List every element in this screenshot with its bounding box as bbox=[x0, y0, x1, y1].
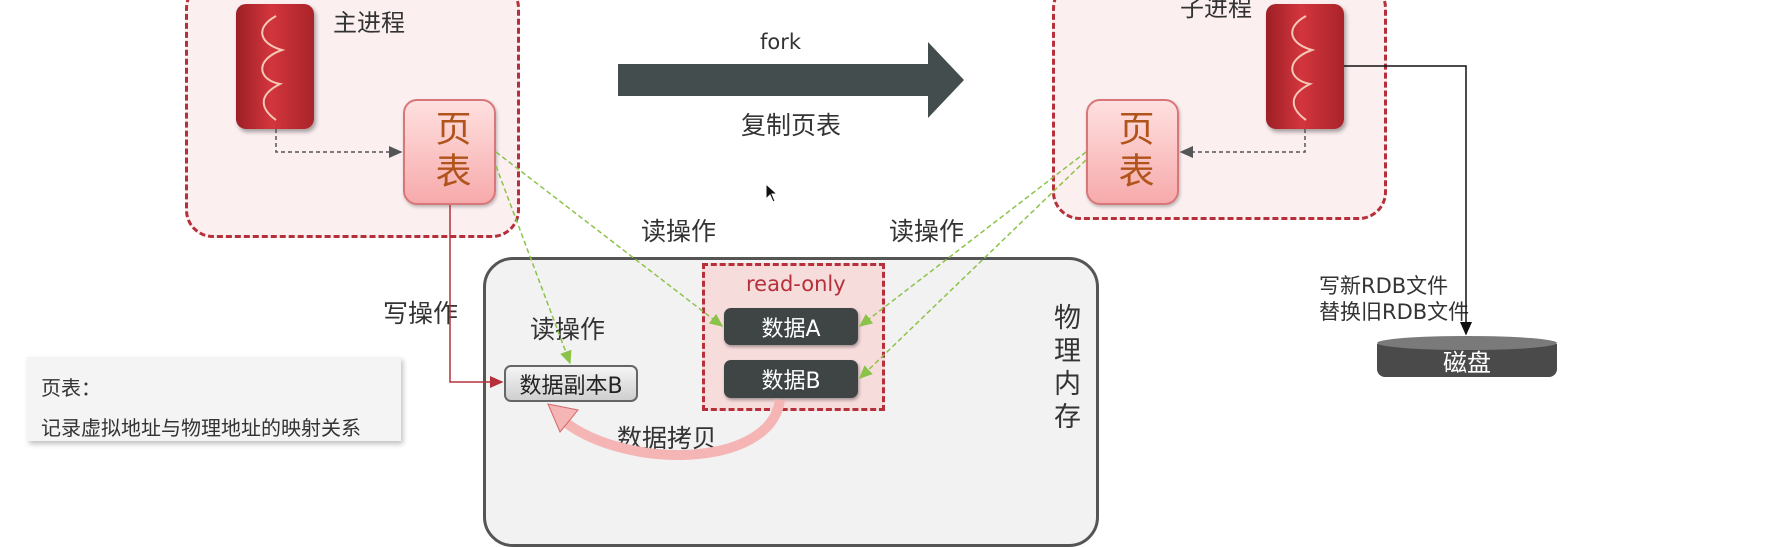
data-a-block: 数据A bbox=[724, 308, 858, 345]
child-read-b-line bbox=[858, 159, 1087, 380]
connectors bbox=[275, 65, 1472, 460]
fork-label: fork bbox=[760, 30, 802, 54]
write-label: 写操作 bbox=[383, 299, 459, 328]
legend-description: 记录虚拟地址与物理地址的映射关系 bbox=[41, 416, 361, 440]
main-read-a-line bbox=[495, 151, 724, 327]
disk-label: 磁盘 bbox=[1443, 349, 1491, 377]
write-line bbox=[449, 205, 504, 388]
mouse-cursor-icon bbox=[765, 183, 779, 203]
legend-title: 页表： bbox=[41, 376, 101, 400]
disk-top bbox=[1377, 336, 1557, 350]
disk-icon: 磁盘 bbox=[1377, 344, 1557, 377]
data-copy-b-block: 数据副本B bbox=[504, 365, 638, 402]
read-left-label: 读操作 bbox=[641, 217, 717, 246]
data-b-block: 数据B bbox=[724, 360, 858, 398]
main-cpu-to-pagetable-line bbox=[275, 129, 403, 158]
read-copy-label: 读操作 bbox=[530, 315, 606, 344]
rdb-line-2: 替换旧RDB文件 bbox=[1319, 300, 1470, 324]
fork-arrow bbox=[618, 42, 964, 118]
child-cpu-icon bbox=[1266, 4, 1344, 129]
main-page-table: 页表 bbox=[403, 99, 496, 205]
main-page-table-label: 页表 bbox=[429, 110, 471, 194]
physical-memory-label: 物理内存 bbox=[1049, 303, 1080, 435]
main-read-copy-line bbox=[495, 165, 572, 365]
child-process-title: 子进程 bbox=[1180, 0, 1252, 22]
rdb-line-1: 写新RDB文件 bbox=[1319, 274, 1449, 298]
rdb-line bbox=[1344, 65, 1472, 336]
main-process-title: 主进程 bbox=[333, 9, 405, 37]
main-cpu-icon bbox=[236, 4, 314, 129]
read-right-label: 读操作 bbox=[889, 217, 965, 246]
child-cpu-to-pagetable-line bbox=[1179, 129, 1306, 158]
child-page-table-label: 页表 bbox=[1112, 110, 1154, 194]
child-page-table: 页表 bbox=[1086, 99, 1179, 205]
read-only-label: read-only bbox=[746, 272, 846, 296]
child-read-a-line bbox=[858, 151, 1087, 327]
fork-sublabel: 复制页表 bbox=[741, 111, 842, 140]
data-copy-arrow bbox=[556, 398, 785, 460]
legend-box bbox=[27, 357, 401, 441]
